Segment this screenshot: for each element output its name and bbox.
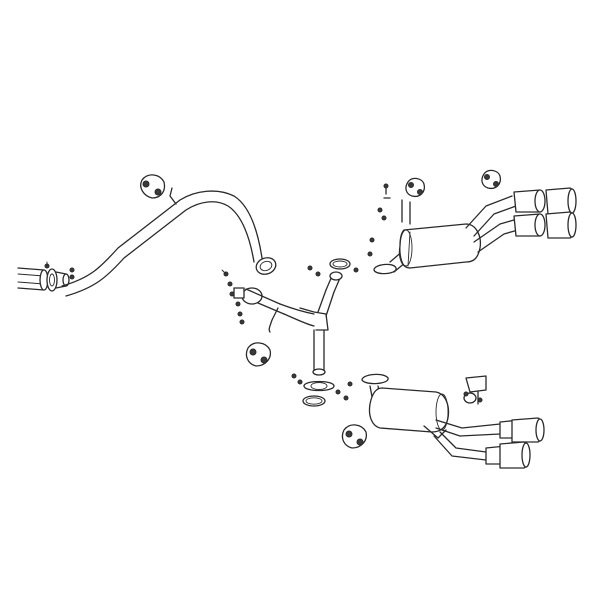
rubber-hanger	[245, 342, 272, 367]
bolt-set	[221, 269, 245, 325]
rubber-hanger	[405, 177, 426, 198]
front-flange	[46, 268, 70, 292]
long-intermediate-pipe	[61, 187, 277, 297]
bolt-set	[307, 265, 359, 277]
lower-muffler	[361, 373, 501, 461]
rubber-hanger	[481, 169, 502, 190]
exhaust-tip	[513, 187, 577, 215]
bolt-set	[367, 183, 391, 257]
rubber-hanger	[341, 424, 368, 449]
y-pipe-flange	[303, 380, 335, 392]
bolt-set	[291, 373, 349, 401]
gasket	[302, 395, 326, 407]
exhaust-tip	[513, 211, 577, 239]
upper-muffler	[373, 195, 519, 275]
exhaust-tip	[499, 417, 545, 443]
bolt-set	[44, 261, 75, 280]
y-pipe	[241, 271, 343, 376]
exhaust-tip	[485, 441, 531, 469]
gasket	[329, 258, 351, 270]
rubber-hanger	[140, 174, 166, 199]
bolt-set	[347, 381, 483, 403]
rubber-hanger	[463, 375, 487, 405]
inlet-pipe	[17, 267, 49, 291]
